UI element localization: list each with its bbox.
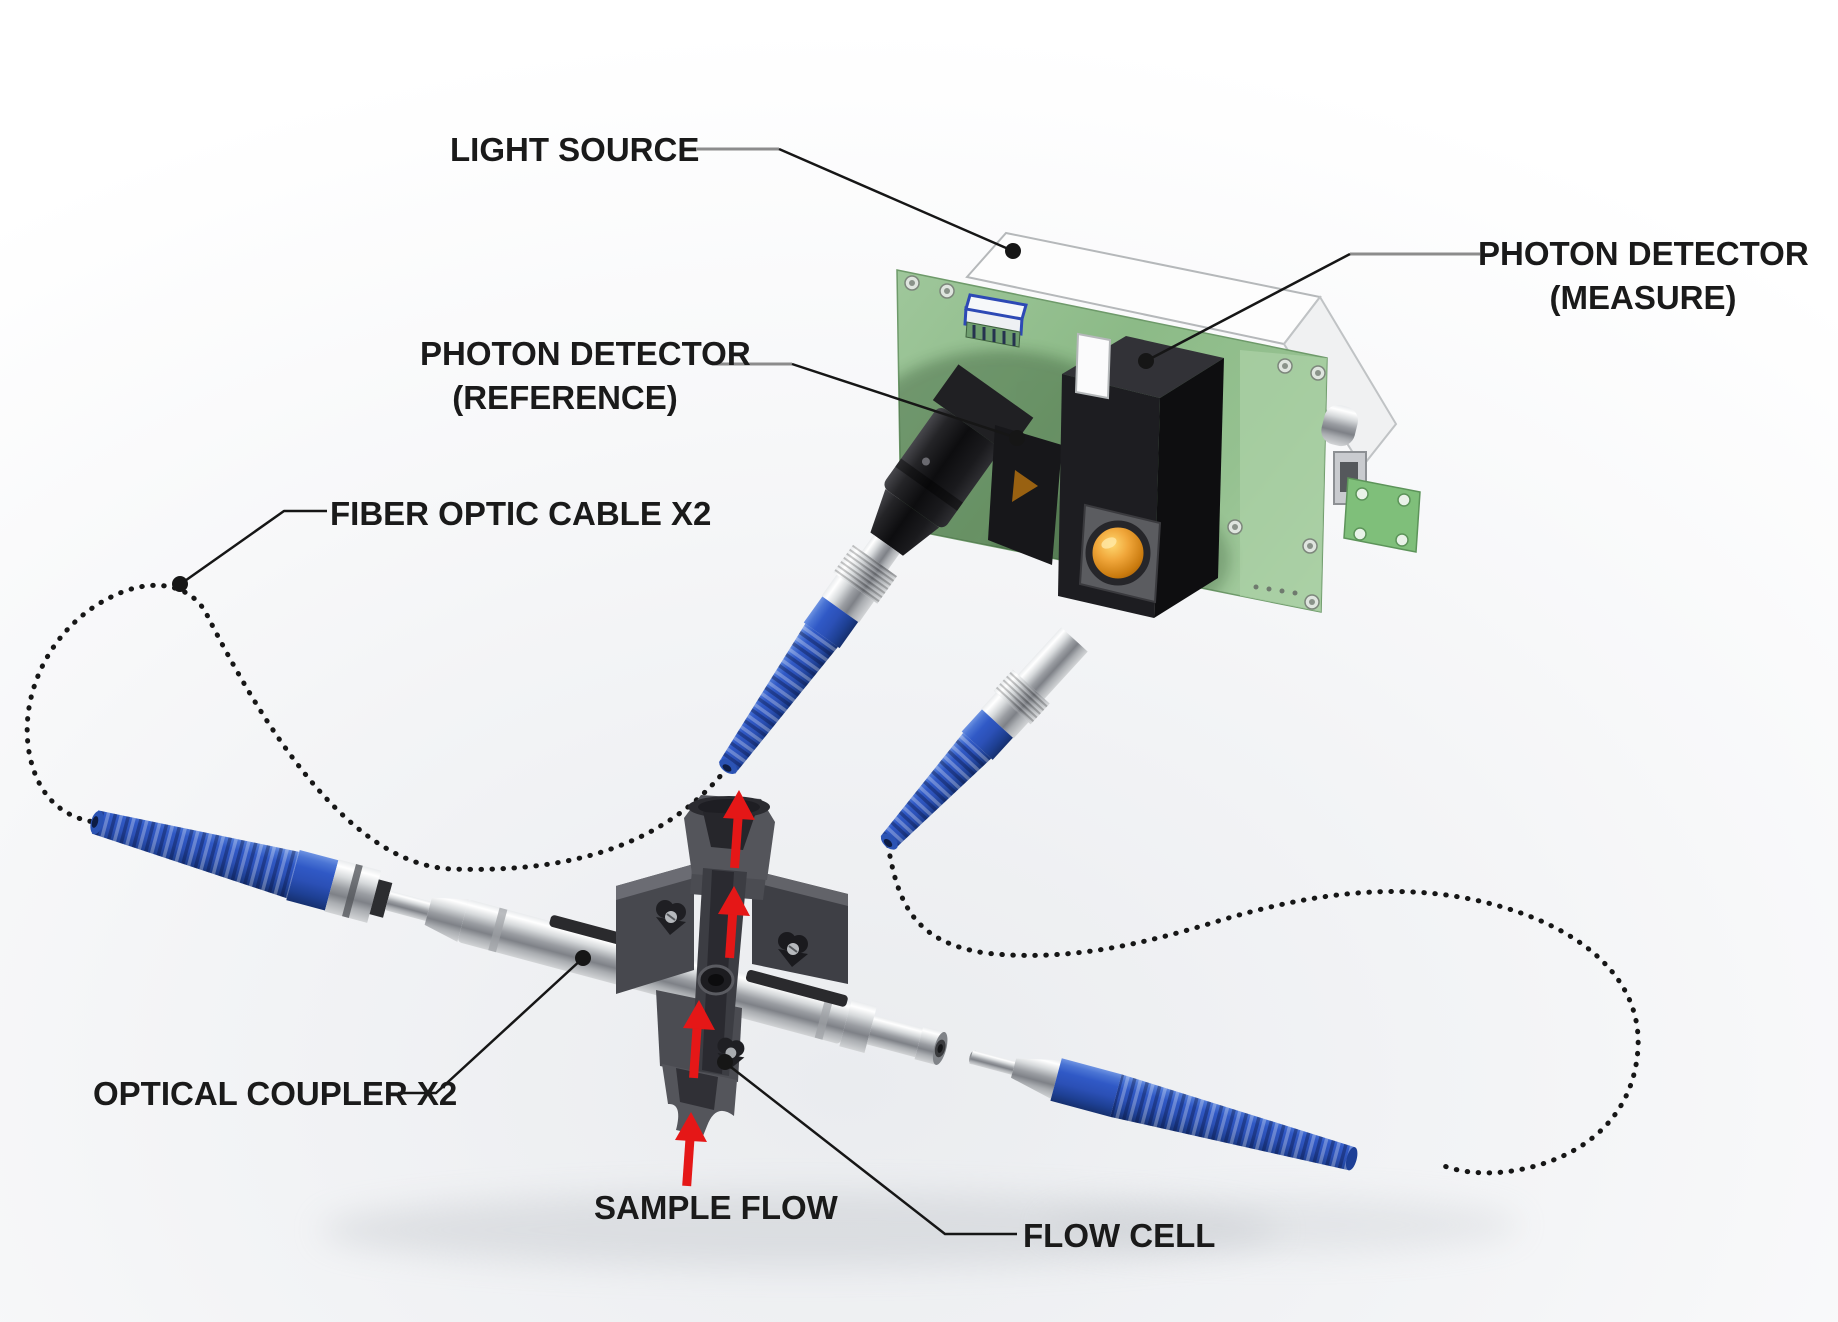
label-line: (MEASURE)	[1549, 279, 1737, 316]
label-photon-detector-reference: PHOTON DETECTOR (REFERENCE)	[420, 332, 751, 420]
leader-dot-reference	[1009, 430, 1025, 446]
label-line: (REFERENCE)	[452, 379, 678, 416]
measure-boot-band	[961, 709, 1013, 760]
leader-lines	[172, 147, 1480, 1236]
leader-dot-light-source	[1005, 243, 1021, 259]
pcb-screw-holes	[904, 275, 1326, 610]
label-fiber-optic-cable: FIBER OPTIC CABLE X2	[330, 495, 712, 532]
label-optical-coupler: OPTICAL COUPLER X2	[93, 1075, 458, 1112]
bracket-notch	[1074, 332, 1112, 400]
label-light-source: LIGHT SOURCE	[450, 131, 700, 168]
leader-dot-coupler	[575, 950, 591, 966]
terminal-connector	[963, 293, 1028, 348]
fiber-ferrule-pin	[969, 1049, 1016, 1075]
amber-lens	[1085, 520, 1151, 586]
pcb-test-pads	[1253, 584, 1298, 596]
optical-coupler-assembly	[90, 810, 1358, 1171]
flow-cell-left-arm	[616, 864, 694, 994]
label-photon-detector-measure: PHOTON DETECTOR (MEASURE)	[1478, 232, 1809, 320]
measure-fiber-chain	[880, 627, 1088, 850]
floor-shadow	[320, 1192, 1280, 1268]
right-boot-band	[1050, 1058, 1122, 1117]
label-sample-flow: SAMPLE FLOW	[594, 1189, 838, 1226]
reference-cone	[870, 489, 940, 556]
flow-arrow	[723, 790, 755, 869]
flow-cell-screw-hole	[778, 932, 808, 967]
label-flow-cell: FLOW CELL	[1023, 1217, 1216, 1254]
label-line: PHOTON DETECTOR	[420, 335, 751, 372]
tube-key-rail-right	[745, 969, 848, 1007]
fiber-cable-left	[24, 582, 730, 872]
leader-dot-flow-cell	[717, 1054, 733, 1070]
left-boot-band	[286, 849, 339, 911]
sample-flow-arrows	[675, 790, 755, 1187]
flow-arrow	[683, 1000, 715, 1079]
flow-arrow	[718, 886, 750, 959]
floor-shadow-right	[1040, 1197, 1520, 1253]
leader-dot-fiber	[172, 576, 188, 592]
leader-dot-measure	[1138, 353, 1154, 369]
reference-detector-cylinder	[884, 407, 999, 528]
right-fiber-connector	[969, 1049, 1358, 1171]
measure-mount-bracket	[988, 425, 1062, 565]
measure-box-side	[1154, 358, 1224, 618]
flow-cell-screw-hole	[656, 900, 686, 935]
label-line: PHOTON DETECTOR	[1478, 235, 1809, 272]
flow-arrow	[675, 1112, 707, 1187]
reference-boot-band	[803, 596, 859, 649]
board-edge-hardware	[1321, 404, 1421, 553]
